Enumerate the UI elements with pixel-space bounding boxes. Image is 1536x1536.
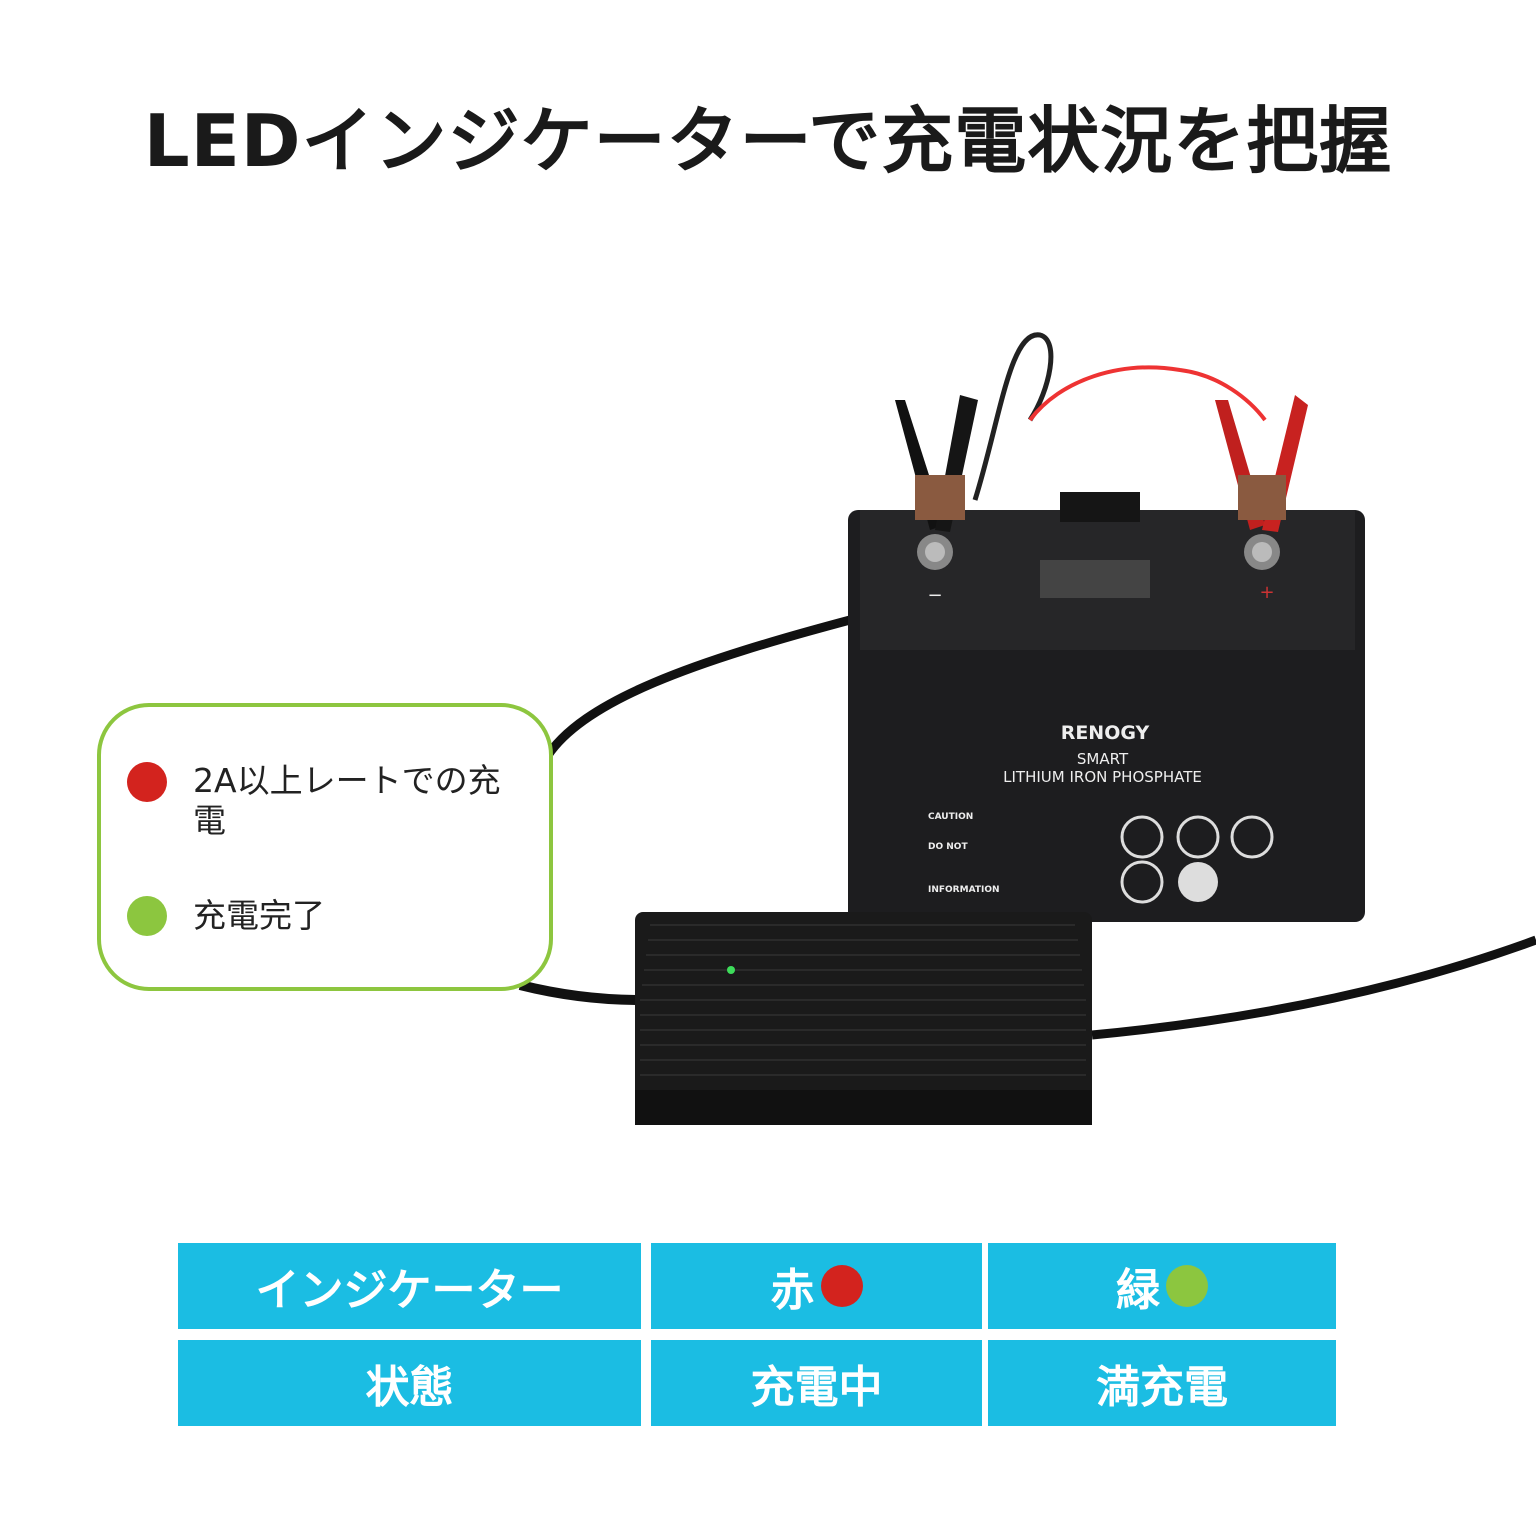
table-header-red-label: 赤 bbox=[770, 1265, 815, 1316]
battery-information: INFORMATION bbox=[928, 885, 1000, 895]
table-header-green-label: 緑 bbox=[1116, 1265, 1160, 1316]
battery-line1: SMART bbox=[1076, 750, 1129, 768]
battery-minus-label: − bbox=[927, 585, 943, 606]
green-dot-icon bbox=[1166, 1265, 1208, 1307]
green-dot-icon bbox=[127, 896, 167, 936]
battery-do-not: DO NOT bbox=[928, 842, 968, 852]
page-title: LEDインジケーターで充電状況を把握 bbox=[143, 99, 1393, 183]
battery-caution: CAUTION bbox=[928, 812, 974, 822]
red-dot-icon bbox=[820, 1265, 863, 1307]
charger-body bbox=[635, 912, 1092, 1125]
led-indicator bbox=[727, 966, 735, 974]
table-header-green: 緑 bbox=[988, 1243, 1336, 1329]
red-dot-icon bbox=[127, 762, 167, 802]
ac-cable bbox=[1091, 935, 1536, 1040]
battery-brand: RENOGY bbox=[1060, 722, 1150, 744]
table-header-red: 赤 bbox=[651, 1243, 982, 1329]
battery-plus-label: + bbox=[1259, 582, 1275, 603]
battery-line2: LITHIUM IRON PHOSPHATE bbox=[1003, 768, 1202, 786]
legend-green-text: 充電完了 bbox=[193, 896, 325, 935]
charger-cable-left bbox=[518, 980, 641, 1005]
charger-cable bbox=[541, 615, 852, 763]
table-cell-full: 満充電 bbox=[988, 1340, 1336, 1426]
table-cell-charging: 充電中 bbox=[651, 1340, 982, 1426]
table-header-indicator: インジケーター bbox=[178, 1243, 641, 1329]
table-cell-status: 状態 bbox=[178, 1340, 641, 1426]
led-legend-callout: 2A以上レートでの充電 充電完了 bbox=[97, 703, 553, 991]
legend-red-text: 2A以上レートでの充電 bbox=[193, 761, 501, 840]
